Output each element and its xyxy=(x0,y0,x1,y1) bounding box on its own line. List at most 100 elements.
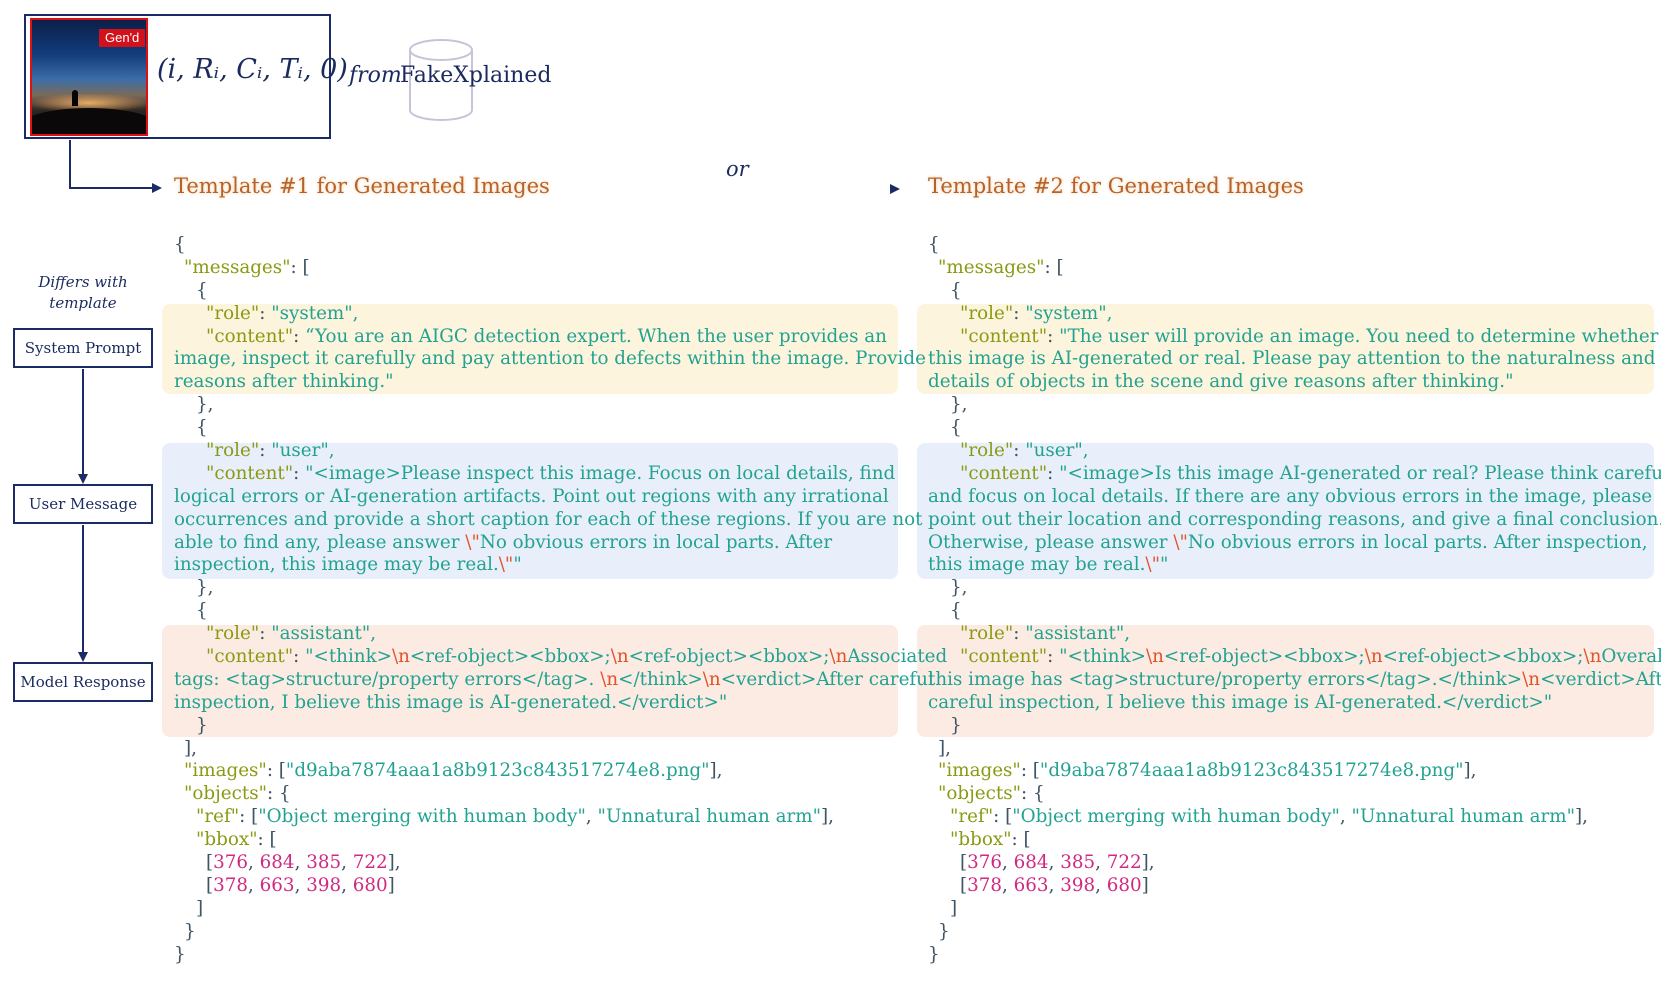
bbox-number: 684 xyxy=(259,852,295,874)
escape-token: \" xyxy=(498,554,514,576)
assistant-content: <ref-object><bbox>; xyxy=(409,646,611,668)
code-line: } xyxy=(938,920,950,942)
assistant-content: this image has <tag>structure/property e… xyxy=(928,668,1523,690)
bbox-number: 680 xyxy=(352,874,388,896)
assistant-highlight-2 xyxy=(917,625,1654,737)
ref-value: "Object merging with human body" xyxy=(1012,806,1340,828)
user-content: No obvious errors in local parts. After xyxy=(479,531,833,553)
code-line: this image has <tag>structure/property e… xyxy=(928,669,1661,692)
code-line: "content": "The user will provide an ima… xyxy=(960,325,1659,347)
source-to-template-arrow xyxy=(69,140,162,193)
code-line: ] xyxy=(196,897,204,919)
user-content: " xyxy=(1159,554,1169,576)
content-key: "content" xyxy=(960,462,1048,484)
code-line: "bbox": [ xyxy=(950,829,1031,851)
code-line: "content": "<think>\n<ref-object><bbox>;… xyxy=(206,646,948,668)
code-line: { xyxy=(950,600,962,622)
bbox-number: 663 xyxy=(1013,874,1049,896)
code-line: [376, 684, 385, 722], xyxy=(960,852,1155,874)
content-key: "content" xyxy=(960,325,1048,347)
bbox-number: 385 xyxy=(306,852,342,874)
system-content: image, inspect it carefully and pay atte… xyxy=(174,348,926,370)
assistant-content: "<think> xyxy=(1059,646,1146,668)
code-line: "objects": { xyxy=(184,783,291,805)
user-content: " xyxy=(513,554,522,576)
stage-system-prompt: System Prompt xyxy=(13,328,153,368)
assistant-content: <verdict>After careful xyxy=(720,668,934,690)
assistant-content: tags: <tag>structure/property errors</ta… xyxy=(174,668,601,690)
messages-key: "messages" xyxy=(184,256,291,278)
code-line: { xyxy=(196,600,208,622)
source-sample-box xyxy=(24,14,331,139)
code-line: reasons after thinking." xyxy=(174,371,947,394)
or-label: or xyxy=(726,157,749,181)
code-line: { xyxy=(928,234,940,255)
assistant-highlight-1 xyxy=(162,625,898,737)
assistant-content: <ref-object><bbox>; xyxy=(1163,646,1365,668)
assistant-content: <ref-object><bbox>; xyxy=(1382,646,1584,668)
role-key: "role" xyxy=(960,302,1014,324)
image-filename: "d9aba7874aaa1a8b9123c843517274e8.png" xyxy=(1039,760,1464,782)
role-key: "role" xyxy=(206,440,260,462)
role-key: "role" xyxy=(960,623,1014,645)
content-key: "content" xyxy=(206,462,294,484)
code-line: "ref": ["Object merging with human body"… xyxy=(950,806,1588,828)
code-line: { xyxy=(174,234,186,255)
code-line: careful inspection, I believe this image… xyxy=(928,692,1661,715)
code-line: } xyxy=(928,943,940,965)
user-highlight-1 xyxy=(162,443,898,579)
bbox-key: "bbox" xyxy=(950,829,1012,851)
role-value: "user", xyxy=(271,440,335,462)
code-line: able to find any, please answer \"No obv… xyxy=(174,532,947,555)
template-1-json: {"messages": [{"role": "system","content… xyxy=(174,234,947,967)
code-line: } xyxy=(174,943,186,965)
bbox-number: 398 xyxy=(1060,874,1096,896)
escape-token: \n xyxy=(391,646,410,668)
code-line: [376, 684, 385, 722], xyxy=(206,852,401,874)
code-line: "images": ["d9aba7874aaa1a8b9123c8435172… xyxy=(184,760,723,782)
assistant-content: careful inspection, I believe this image… xyxy=(928,691,1553,713)
escape-token: \n xyxy=(1364,646,1383,668)
code-line: { xyxy=(196,417,208,439)
role-key: "role" xyxy=(206,302,260,324)
escape-token: \n xyxy=(829,646,848,668)
ref-key: "ref" xyxy=(950,806,994,828)
code-line: }, xyxy=(950,577,968,599)
user-content: No obvious errors in local parts. After … xyxy=(1187,531,1648,553)
code-line: "role": "user", xyxy=(960,440,1089,462)
escape-token: \" xyxy=(465,531,480,553)
differs-note-line-2: template xyxy=(49,294,117,312)
code-line: }, xyxy=(196,577,214,599)
escape-token: \n xyxy=(1145,646,1164,668)
objects-key: "objects" xyxy=(938,783,1021,805)
from-label: from xyxy=(349,63,402,88)
bbox-number: 663 xyxy=(259,874,295,896)
system-content: this image is AI-generated or real. Plea… xyxy=(928,348,1656,370)
template-2-title: Template #2 for Generated Images xyxy=(928,174,1304,198)
bbox-number: 680 xyxy=(1106,874,1142,896)
role-value: "system", xyxy=(271,302,359,324)
code-line: details of objects in the scene and give… xyxy=(928,371,1661,394)
assistant-content: Overall, xyxy=(1601,646,1661,668)
code-line: tags: <tag>structure/property errors</ta… xyxy=(174,669,947,692)
differs-note-line-1: Differs with xyxy=(38,273,128,291)
user-content: occurrences and provide a short caption … xyxy=(174,508,923,530)
code-line: { xyxy=(950,279,962,301)
assistant-content: inspection, I believe this image is AI-g… xyxy=(174,691,728,713)
code-line: "ref": ["Object merging with human body"… xyxy=(196,806,834,828)
role-key: "role" xyxy=(960,440,1014,462)
bbox-number: 378 xyxy=(213,874,249,896)
code-line: occurrences and provide a short caption … xyxy=(174,509,947,532)
ref-key: "ref" xyxy=(196,806,240,828)
escape-token: \n xyxy=(1583,646,1602,668)
code-line: "messages": [ xyxy=(938,256,1064,278)
code-line: "role": "system", xyxy=(206,302,359,324)
code-line: "content": "<image>Is this image AI-gene… xyxy=(928,463,1661,486)
content-key: "content" xyxy=(206,325,294,347)
code-line: "images": ["d9aba7874aaa1a8b9123c8435172… xyxy=(938,760,1477,782)
escape-token: \n xyxy=(702,668,721,690)
system-content: reasons after thinking." xyxy=(174,371,394,393)
escape-token: \" xyxy=(1145,554,1160,576)
user-content: this image may be real. xyxy=(928,554,1146,576)
escape-token: \n xyxy=(1522,668,1541,690)
